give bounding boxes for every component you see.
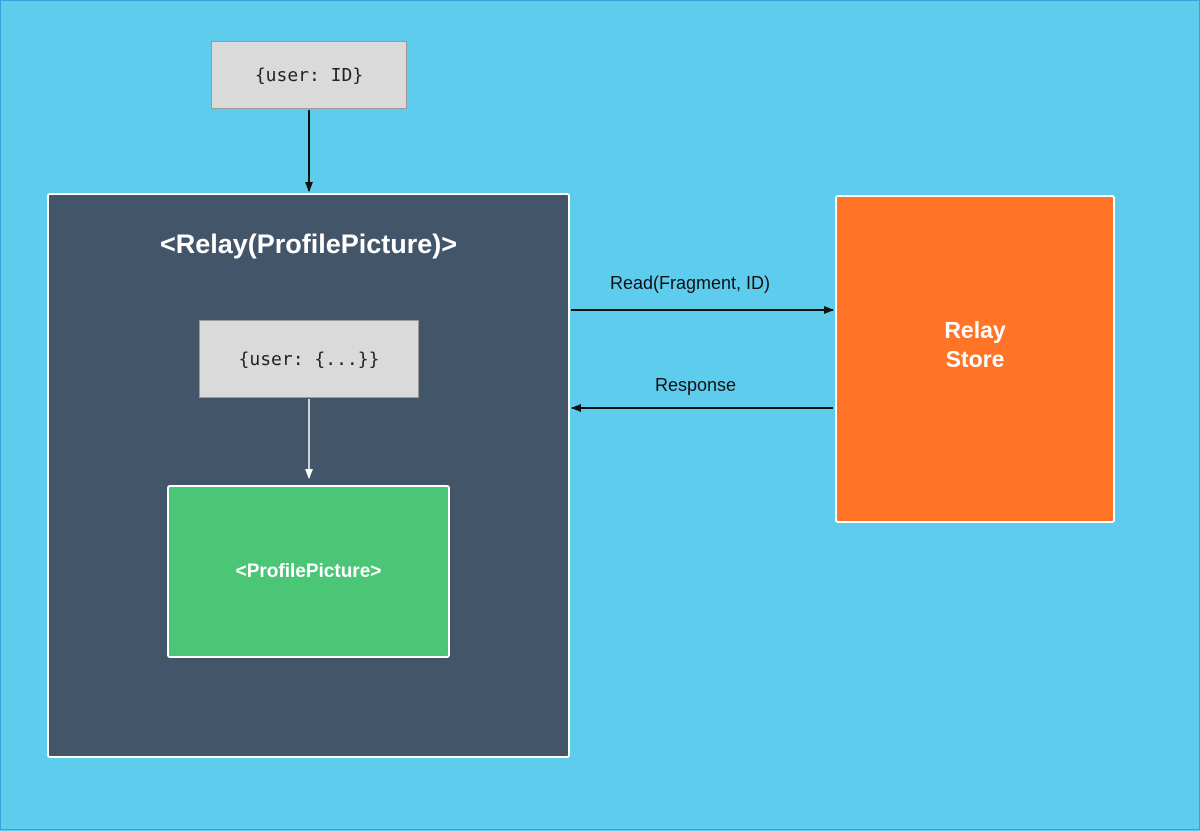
relay-store-box: Relay Store (835, 195, 1115, 523)
relay-container-title: <Relay(ProfilePicture)> (159, 229, 458, 259)
top-prop-label: {user: ID} (254, 64, 364, 86)
inner-prop-box: {user: {...}} (199, 320, 419, 398)
top-prop-box: {user: ID} (211, 41, 407, 109)
relay-store-label-line2: Store (945, 346, 1005, 372)
response-edge-label: Response (655, 375, 737, 395)
read-edge-label: Read(Fragment, ID) (610, 273, 771, 293)
relay-store-label-line1: Relay (944, 317, 1006, 343)
inner-prop-label: {user: {...}} (238, 348, 380, 370)
relay-container-box: <Relay(ProfilePicture)> (47, 193, 570, 758)
profile-picture-label: <ProfilePicture> (235, 560, 382, 582)
profile-picture-component-box: <ProfilePicture> (167, 485, 450, 658)
